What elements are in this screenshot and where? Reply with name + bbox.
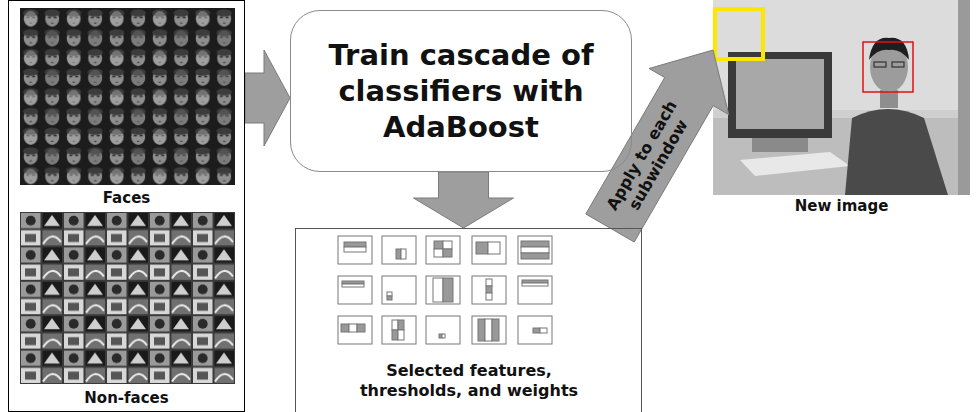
face-grid-shading <box>20 8 235 185</box>
haar-features <box>338 236 552 344</box>
haar-feature <box>338 316 372 344</box>
person-hair <box>869 38 909 60</box>
haar-feature <box>518 236 552 264</box>
haar-feature <box>518 276 552 304</box>
haar-feature <box>382 276 416 304</box>
keyboard <box>740 152 850 176</box>
sample-label: Faces <box>9 189 244 207</box>
photo-background <box>713 0 970 195</box>
door-frame <box>958 0 970 195</box>
process-box: Train cascade of classifiers with AdaBoo… <box>290 10 632 172</box>
haar-feature <box>338 276 372 304</box>
detected-face-box <box>863 42 913 92</box>
new-image-frame: New image <box>713 0 970 215</box>
non-face-grid <box>20 212 235 384</box>
haar-feature <box>382 316 416 344</box>
block-arrow <box>414 172 514 228</box>
training-samples-panel: FacesNon-faces <box>8 0 245 412</box>
glasses <box>892 62 904 67</box>
monitor <box>728 52 832 138</box>
haar-feature <box>426 276 460 304</box>
haar-feature <box>382 236 416 264</box>
monitor-stand <box>752 138 808 152</box>
subwindow-box <box>715 9 763 59</box>
haar-feature <box>472 316 506 344</box>
haar-feature <box>518 316 552 344</box>
face-grid <box>20 8 235 185</box>
monitor-screen <box>736 59 824 129</box>
sample-label: Non-faces <box>9 389 244 407</box>
haar-feature <box>472 236 506 264</box>
features-caption: Selected features, thresholds, and weigh… <box>338 361 600 401</box>
new-image-photo <box>713 0 970 195</box>
person-body <box>845 109 948 195</box>
process-label: Train cascade of classifiers with AdaBoo… <box>307 37 615 145</box>
block-arrow <box>245 50 290 146</box>
haar-feature <box>426 316 460 344</box>
glasses <box>874 62 886 67</box>
image-caption: New image <box>713 197 970 215</box>
haar-feature <box>472 276 506 304</box>
block-arrow <box>586 50 729 242</box>
haar-feature <box>338 236 372 264</box>
features-box: Selected features, thresholds, and weigh… <box>295 228 642 412</box>
non-face-samples <box>20 212 235 384</box>
haar-feature <box>426 236 460 264</box>
face-samples <box>20 8 235 185</box>
